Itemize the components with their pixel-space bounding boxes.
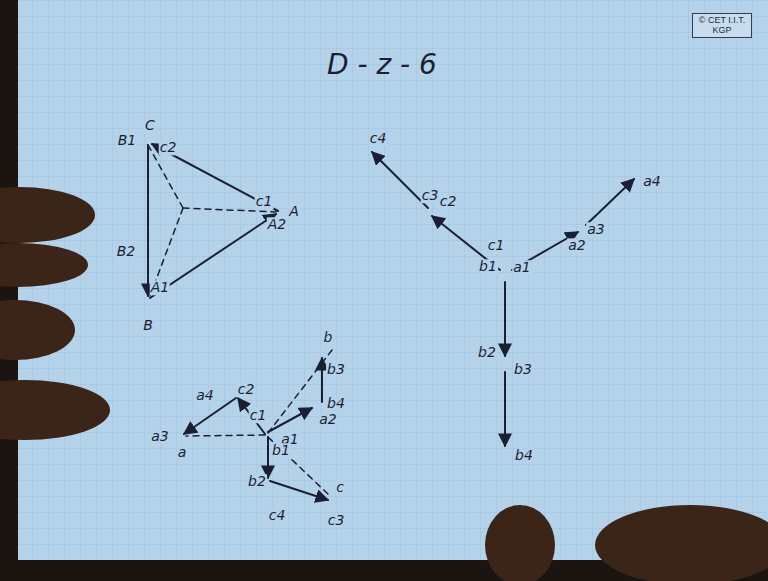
phasor-label: A1 xyxy=(150,280,170,295)
phasor-label: c3 xyxy=(421,188,440,203)
phasor-label: B1 xyxy=(117,133,138,148)
phasor-label: c3 xyxy=(327,513,346,528)
phasor-label: c2 xyxy=(439,194,458,209)
paper xyxy=(18,0,768,560)
phasor-label: c4 xyxy=(369,131,388,146)
phasor-label: b4 xyxy=(326,396,346,411)
watermark-text: © CET I.I.T. KGP xyxy=(696,15,748,36)
phasor-label: a3 xyxy=(150,429,170,444)
phasor-label: b xyxy=(323,330,334,345)
phasor-label: b2 xyxy=(477,345,497,360)
phasor-label: c2 xyxy=(237,382,256,397)
phasor-label: A2 xyxy=(267,217,287,232)
phasor-label: b4 xyxy=(514,448,534,463)
phasor-label: a2 xyxy=(318,412,338,427)
phasor-label: b1 xyxy=(271,443,291,458)
phasor-label: c2 xyxy=(159,140,178,155)
phasor-label: b1 xyxy=(478,259,498,274)
phasor-label: c1 xyxy=(255,194,274,209)
phasor-label: a4 xyxy=(642,174,662,189)
phasor-label: b3 xyxy=(326,362,346,377)
phasor-label: c4 xyxy=(268,508,287,523)
grid xyxy=(18,0,768,560)
phasor-label: A xyxy=(288,204,300,219)
phasor-label: a2 xyxy=(567,238,587,253)
phasor-label: B2 xyxy=(116,244,137,259)
phasor-label: b3 xyxy=(513,362,533,377)
phasor-label: c xyxy=(335,480,345,495)
phasor-label: C xyxy=(144,118,156,133)
title: D - z - 6 xyxy=(327,48,437,81)
watermark-box: © CET I.I.T. KGP xyxy=(692,13,752,38)
hands xyxy=(0,187,768,581)
phasor-lines xyxy=(148,144,634,500)
phasor-label: a4 xyxy=(195,388,215,403)
phasor-label: B xyxy=(142,318,154,333)
phasor-label: a1 xyxy=(512,260,532,275)
phasor-label: b2 xyxy=(247,474,267,489)
phasor-label: a xyxy=(177,445,188,460)
phasor-label: a3 xyxy=(586,222,606,237)
phasor-label: c1 xyxy=(487,238,506,253)
phasor-label: c1 xyxy=(249,408,268,423)
